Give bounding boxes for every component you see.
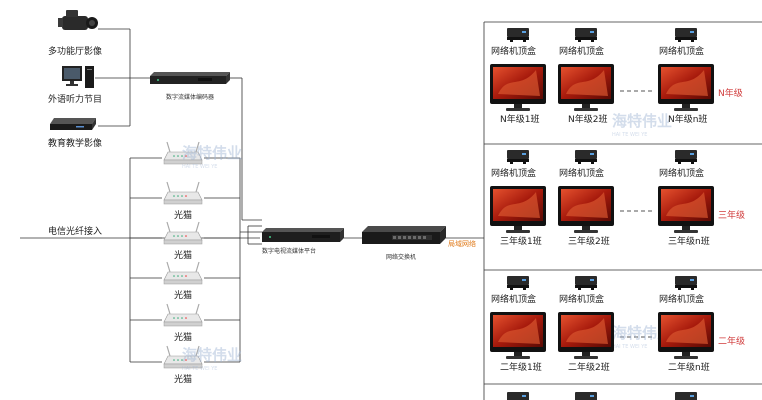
svg-text:海特伟业: 海特伟业 [612,324,672,342]
network-label: 局域网络 [448,239,476,248]
set-top-box-row-partial [507,392,697,400]
set-top-box-icon [575,28,597,42]
modem-icon [163,181,203,205]
watermark-logo: 海特伟业 HAI TE WEI YE [612,324,672,350]
network-switch-icon [362,226,446,244]
class-label: 三年级n班 [668,235,710,247]
set-top-box-icon [575,276,597,290]
television-icon [558,312,614,359]
class-label: 二年级2班 [568,361,610,373]
grade-label: N年级 [718,87,743,99]
set-top-box-icon [507,276,529,290]
television-icon [558,64,614,111]
grade-section: 网络机顶盒 N年级1班 网络机顶盒 N年级2班 网络机顶盒 N年级n班 N年级 [490,28,743,125]
svg-text:HAI TE WEI YE: HAI TE WEI YE [612,344,647,350]
source-camera-label: 多功能厅影像 [48,45,102,57]
set-top-box-label: 网络机顶盒 [559,167,604,179]
svg-text:HAI TE WEI YE: HAI TE WEI YE [182,366,217,372]
svg-text:HAI TE WEI YE: HAI TE WEI YE [612,132,647,138]
watermark-logo: 海特伟业 HAI TE WEI YE [182,346,242,372]
set-top-box-label: 网络机顶盒 [659,293,704,305]
telecom-label: 电信光纤接入 [48,225,102,237]
class-label: 二年级n班 [668,361,710,373]
watermark-logo: 海特伟业 HAI TE WEI YE [612,112,672,138]
set-top-box-icon [675,28,697,42]
television-icon [490,186,546,233]
grade-label: 三年级 [718,209,745,221]
television-icon [490,312,546,359]
encoder-label: 数字流媒体编码器 [166,93,214,101]
svg-text:海特伟业: 海特伟业 [182,144,242,162]
set-top-box-icon [507,392,529,400]
source-pc-label: 外语听力节目 [48,93,102,105]
television-icon [490,64,546,111]
class-label: 三年级1班 [500,235,542,247]
svg-text:海特伟业: 海特伟业 [182,346,242,364]
grade-sections: 网络机顶盒N年级1班网络机顶盒N年级2班网络机顶盒N年级n班N年级网络机顶盒三年… [490,28,745,400]
set-top-box-label: 网络机顶盒 [491,45,536,57]
svg-text:HAI TE WEI YE: HAI TE WEI YE [182,164,217,170]
set-top-box-icon [507,150,529,164]
modem-icon [163,261,203,285]
modem-icon [163,303,203,327]
set-top-box-label: 网络机顶盒 [659,167,704,179]
set-top-box-label: 网络机顶盒 [659,45,704,57]
switch-label: 网络交换机 [386,253,416,261]
streaming-platform-icon [262,228,344,242]
grade-label: 二年级 [718,335,745,347]
modem-label: 光猫 [174,289,192,301]
camera-icon [58,10,98,30]
set-top-box-label: 网络机顶盒 [491,293,536,305]
watermark-logo: 海特伟业 HAI TE WEI YE [182,144,242,170]
set-top-box-icon [575,392,597,400]
set-top-box-icon [675,276,697,290]
modem-label: 光猫 [174,331,192,343]
class-label: 二年级1班 [500,361,542,373]
set-top-box-label: 网络机顶盒 [559,293,604,305]
television-icon [558,186,614,233]
platform-label: 数字电视流媒体平台 [262,247,316,255]
modem-label: 光猫 [174,209,192,221]
set-top-box-icon [507,28,529,42]
set-top-box-label: 网络机顶盒 [491,167,536,179]
set-top-box-label: 网络机顶盒 [559,45,604,57]
class-label: N年级n班 [668,113,707,125]
ellipsis-dashes [620,90,652,338]
class-label: 三年级2班 [568,235,610,247]
set-top-box-icon [675,150,697,164]
dvd-player-icon [50,118,96,130]
set-top-box-icon [575,150,597,164]
television-icon [658,312,714,359]
pc-icon [62,66,94,88]
class-label: N年级2班 [568,113,607,125]
class-label: N年级1班 [500,113,539,125]
source-dvd-label: 教育教学影像 [48,137,102,149]
svg-text:海特伟业: 海特伟业 [612,112,672,130]
encoder-device-icon [150,72,230,84]
set-top-box-icon [675,392,697,400]
modem-label: 光猫 [174,373,192,385]
modem-icon [163,221,203,245]
connection-lines [20,21,762,400]
modem-label: 光猫 [174,249,192,261]
television-icon [658,186,714,233]
television-icon [658,64,714,111]
